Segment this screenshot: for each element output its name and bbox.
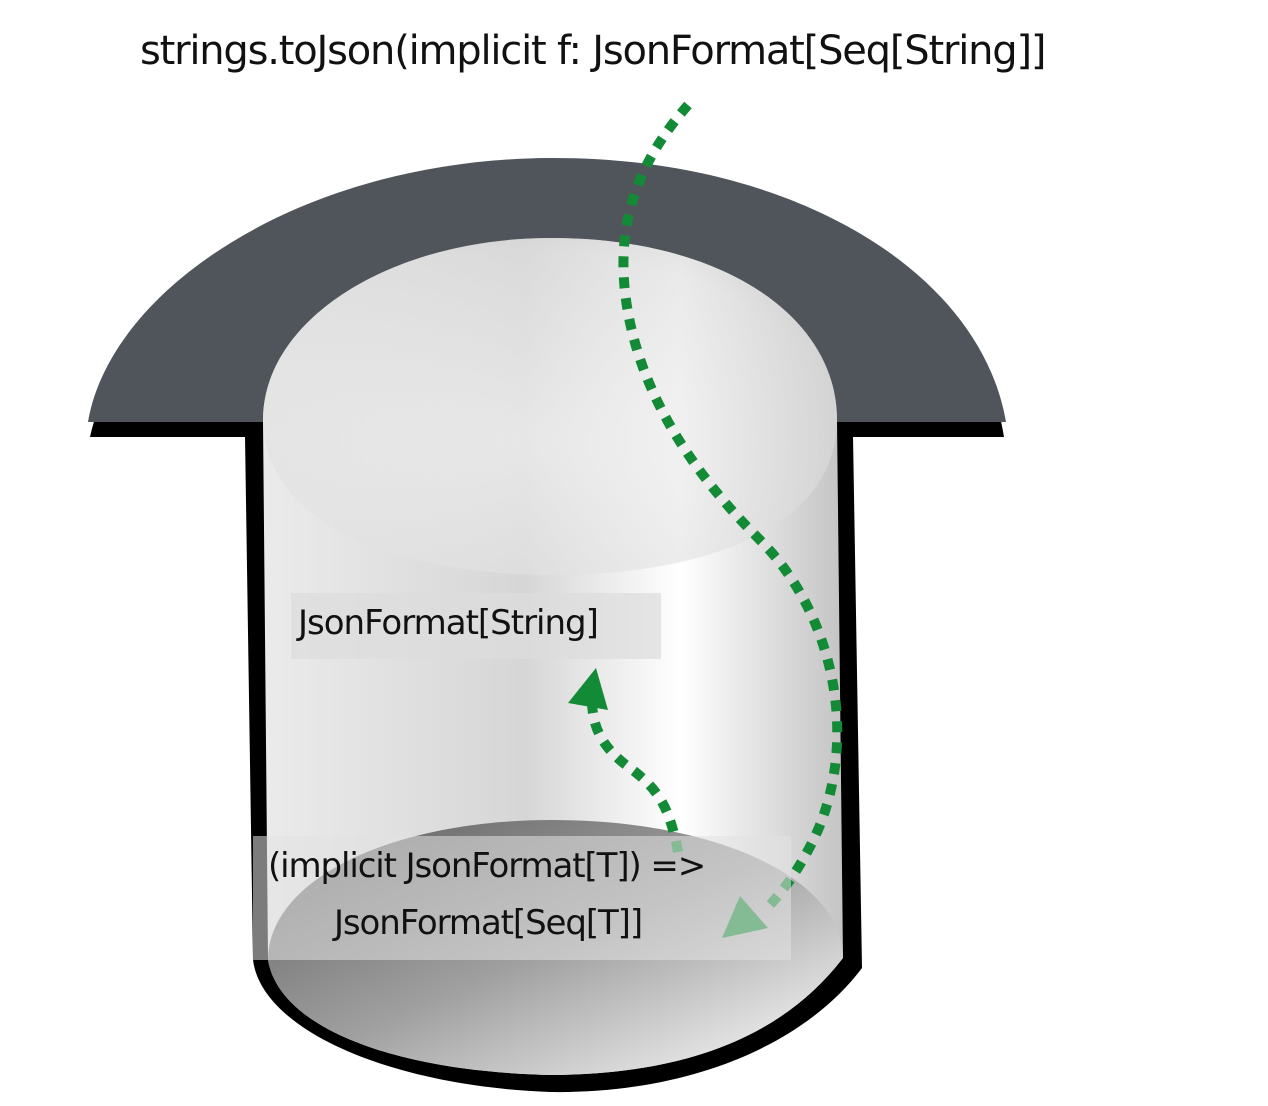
inner-instance-box <box>291 593 661 659</box>
derived-instance-line2: JsonFormat[Seq[T]] <box>334 903 643 943</box>
search-arrow <box>618 101 843 914</box>
dependency-arrow-head <box>568 668 608 710</box>
dependency-arrow <box>587 699 683 853</box>
derived-instance-box <box>253 836 791 960</box>
inner-instance-text: JsonFormat[String] <box>298 603 599 643</box>
call-signature-text: strings.toJson(implicit f: JsonFormat[Se… <box>140 28 1046 74</box>
derived-instance-line1: (implicit JsonFormat[T]) => <box>268 846 706 886</box>
hat-top-opening <box>263 238 837 575</box>
